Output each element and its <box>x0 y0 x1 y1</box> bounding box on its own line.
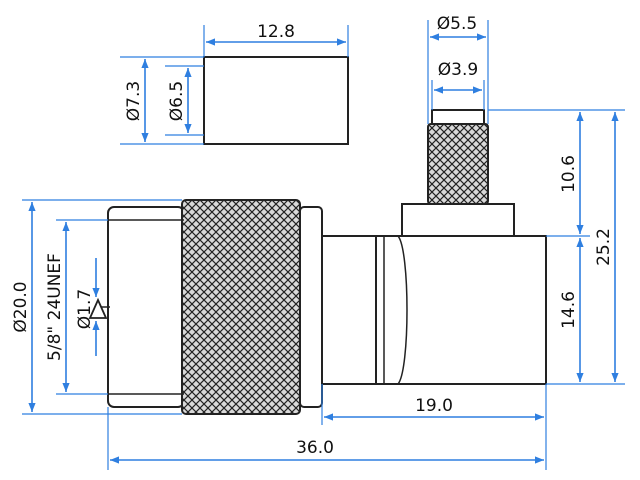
ferrule-od-dimension: Ø7.3 <box>120 56 204 145</box>
ferrule-od-label: Ø7.3 <box>124 81 144 121</box>
entry-height-label: 10.6 <box>559 155 579 193</box>
body-height-label: 14.6 <box>559 291 579 329</box>
ferrule-id-label: Ø6.5 <box>167 81 187 121</box>
overall-height-dimension: 25.2 <box>546 112 625 385</box>
ferrule-length-label: 12.8 <box>257 22 295 42</box>
cable-entry <box>427 109 489 205</box>
body-height-dimension: 14.6 <box>559 238 584 382</box>
cable-entry-od-dimension: Ø5.5 <box>427 14 489 124</box>
entry-height-dimension: 10.6 <box>488 109 625 237</box>
ferrule-length-dimension: 12.8 <box>203 22 349 57</box>
thread-spec-label: 5/8" 24UNEF <box>45 253 65 361</box>
thread-dimension: 5/8" 24UNEF <box>45 219 108 395</box>
cable-entry-id-label: Ø3.9 <box>438 60 478 80</box>
body-width-label: 19.0 <box>415 396 453 416</box>
pin-diameter-label: Ø1.7 <box>75 289 95 329</box>
pin-diameter-dimension: Ø1.7 <box>75 258 100 356</box>
nut-diameter-dimension: Ø20.0 <box>11 199 182 415</box>
body-width-dimension: 19.0 <box>321 384 547 470</box>
center-pin <box>88 297 110 319</box>
crimp-ferrule <box>203 56 349 145</box>
right-angle-body <box>321 203 547 385</box>
coupling-nut <box>107 199 323 415</box>
overall-length-dimension: 36.0 <box>107 407 544 470</box>
cable-entry-id-dimension: Ø3.9 <box>431 60 485 110</box>
ferrule-id-dimension: Ø6.5 <box>165 65 204 136</box>
overall-length-label: 36.0 <box>296 438 334 458</box>
cable-entry-od-label: Ø5.5 <box>437 14 477 34</box>
nut-diameter-label: Ø20.0 <box>11 281 31 332</box>
overall-height-label: 25.2 <box>594 228 614 266</box>
